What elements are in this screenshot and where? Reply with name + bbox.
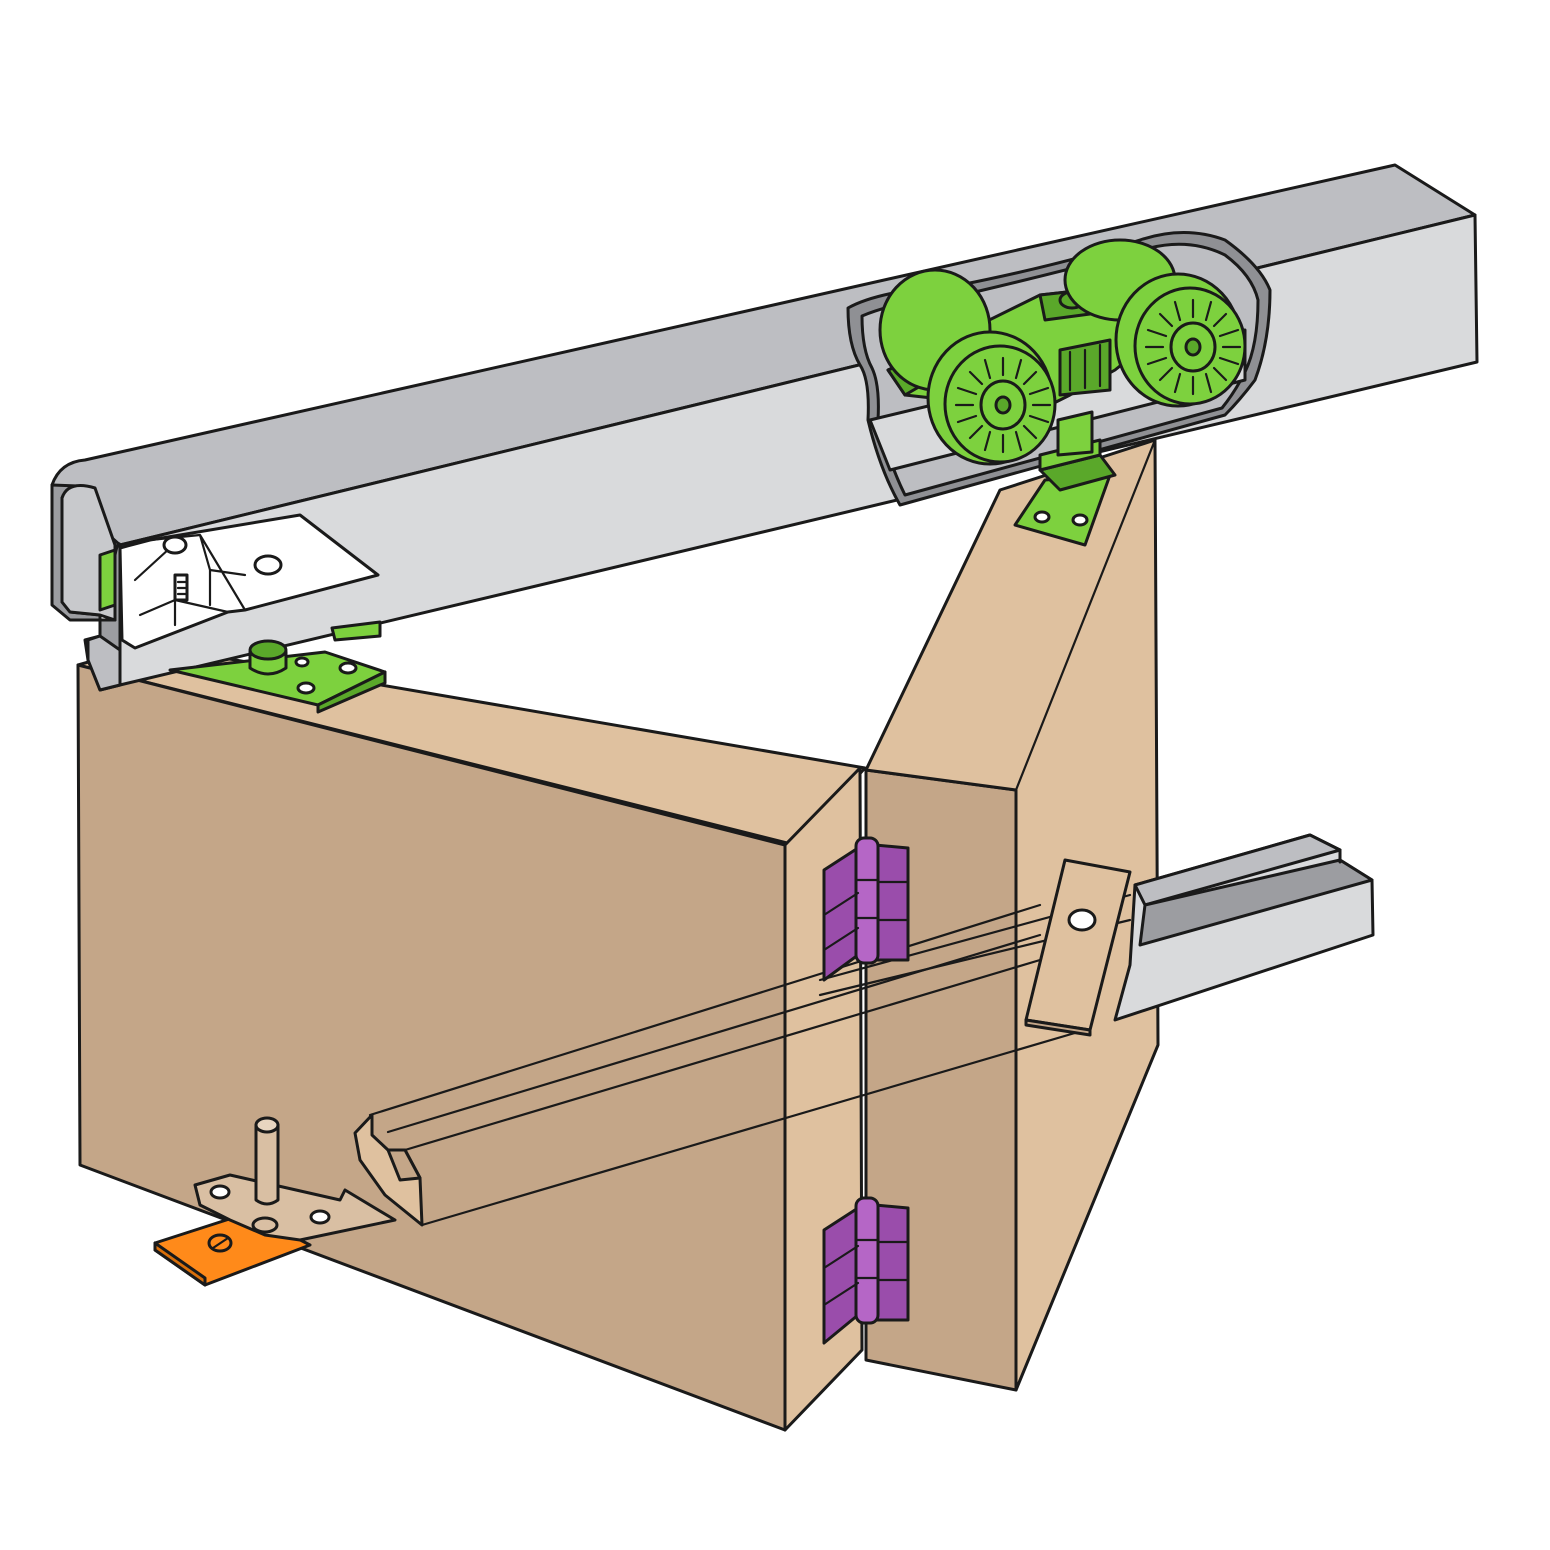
left-door-panel: [76, 643, 867, 1432]
guide-slider-block: [1024, 858, 1132, 1037]
upper-hinge: [822, 836, 910, 982]
bottom-pivot-assembly: [153, 1116, 397, 1287]
top-track-rail: [50, 163, 1479, 692]
right-top-bracket: [1013, 410, 1117, 547]
trolley-wheel-left: [926, 330, 1057, 466]
trolley-wheel-right: [1114, 272, 1247, 408]
bottom-guide-channel: [353, 1113, 424, 1227]
slider-screw-hole: [1067, 908, 1097, 932]
pivot-bracket-plate: [193, 1173, 397, 1242]
pivot-pin: [254, 1123, 280, 1206]
lower-hinge: [822, 1196, 910, 1345]
left-top-bracket: [98, 548, 387, 714]
bottom-guide-rail: [1113, 833, 1375, 1022]
roller-trolley: [878, 238, 1247, 466]
rail-end-stop: [118, 513, 380, 650]
